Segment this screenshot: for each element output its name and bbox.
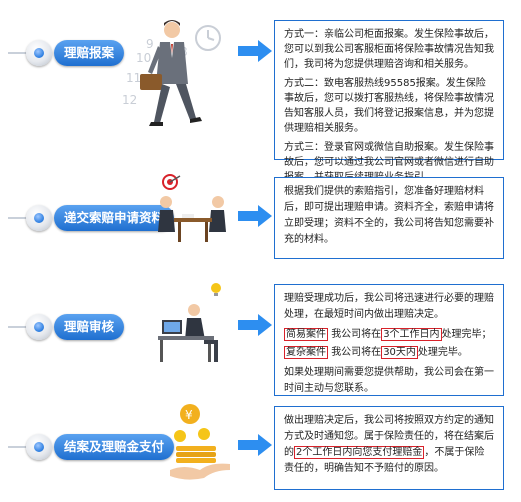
svg-text:11: 11	[126, 71, 141, 85]
step-label: 递交索赔申请资料	[54, 205, 175, 231]
yuan-coin-icon	[180, 404, 200, 424]
target-icon	[162, 174, 178, 190]
desk	[174, 218, 212, 222]
svg-text:9: 9	[146, 37, 154, 51]
review-outro-text: 如果处理期间需要您提供帮助，我公司会在第一时间主动与您联系。	[284, 367, 494, 394]
svg-text:12: 12	[122, 93, 137, 107]
connector-line	[8, 326, 28, 328]
step-knob-icon	[26, 205, 52, 231]
simple-case-mid: 我公司将在	[331, 329, 382, 340]
complex-case-days-highlight: 30天内	[381, 346, 418, 359]
payment-text-end: ，不属于保险责任的，明确告知不予赔付的原因。	[284, 447, 485, 474]
step-label: 结案及理赔金支付	[54, 434, 175, 460]
right-arrow-icon	[238, 314, 272, 336]
right-arrow-icon	[238, 205, 272, 227]
meeting-desk-illustration	[158, 174, 226, 242]
simple-case-end: 处理完毕；	[441, 329, 492, 340]
step-knob-icon	[26, 40, 52, 66]
method-two-text: 方式二：致电客服热线95585报案。发生保险事故后，您可以拨打客服热线，将保险事…	[284, 78, 494, 134]
step-label: 理赔报案	[54, 40, 125, 66]
simple-case-highlight: 简易案件	[284, 328, 328, 341]
hand-icon	[170, 463, 230, 480]
submit-description-text: 根据我们提供的索赔指引，您准备好理赔材料后，即可提出理赔申请。资料齐全，索赔申请…	[284, 186, 494, 245]
connector-line	[8, 446, 28, 448]
simple-case-days-highlight: 3个工作日内	[381, 328, 442, 341]
review-intro-text: 理赔受理成功后，我公司将迅速进行必要的理赔处理，在最短时间内做出理赔决定。	[284, 293, 494, 320]
payment-text-start: 做出理赔决定后，我公司将按照双方约定的通知方式及时通知您。属于保险责任的，将在结…	[284, 415, 494, 458]
lightbulb-icon	[211, 283, 221, 293]
right-arrow-icon	[238, 40, 272, 62]
connector-line	[8, 217, 28, 219]
method-one-text: 方式一：亲临公司柜面报案。发生保险事故后，您可以到我公司客服柜面将保险事故情况告…	[284, 29, 494, 70]
step-badge-submit: 递交索赔申请资料	[8, 203, 175, 233]
desk	[158, 336, 214, 340]
step-badge-report: 理赔报案	[8, 38, 158, 68]
clock-icon	[195, 25, 221, 51]
complex-case-highlight: 复杂案件	[284, 346, 328, 359]
office-worker-illustration	[158, 283, 221, 362]
step-description-box: 根据我们提供的索赔指引，您准备好理赔材料后，即可提出理赔申请。资料齐全，索赔申请…	[274, 177, 504, 259]
step-badge-payment: 结案及理赔金支付	[8, 432, 175, 462]
step-label: 理赔审核	[54, 314, 125, 340]
svg-text:10: 10	[136, 51, 151, 65]
step-badge-review: 理赔审核	[8, 312, 158, 342]
payment-description-text: 做出理赔决定后，我公司将按照双方约定的通知方式及时通知您。属于保险责任的，将在结…	[284, 413, 494, 477]
coins-hand-illustration: ¥	[170, 404, 230, 480]
complex-case-mid: 我公司将在	[331, 347, 382, 358]
right-arrow-icon	[238, 434, 272, 456]
step-description-box: 方式一：亲临公司柜面报案。发生保险事故后，您可以到我公司客服柜面将保险事故情况告…	[274, 20, 504, 183]
step-description-box: 理赔受理成功后，我公司将迅速进行必要的理赔处理，在最短时间内做出理赔决定。 简易…	[274, 284, 504, 396]
step-description-box: 做出理赔决定后，我公司将按照双方约定的通知方式及时通知您。属于保险责任的，将在结…	[274, 406, 504, 490]
step-knob-icon	[26, 314, 52, 340]
connector-line	[8, 52, 28, 54]
svg-text:¥: ¥	[185, 408, 193, 422]
payment-highlight: 2个工作日内向您支付理赔金	[294, 446, 425, 459]
step-knob-icon	[26, 434, 52, 460]
complex-case-end: 处理完毕。	[417, 347, 468, 358]
